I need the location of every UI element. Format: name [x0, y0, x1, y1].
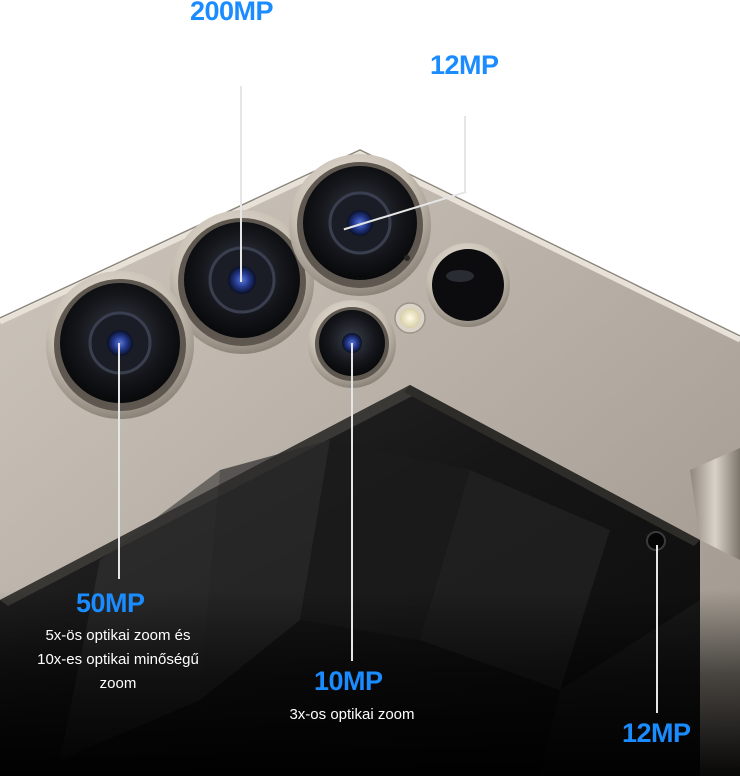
laser-af-sensor [426, 243, 510, 327]
periscope-description-line-1: 5x-ös optikai zoom és [45, 627, 191, 644]
periscope-camera-lens [46, 271, 194, 419]
periscope-camera-label: 50MP [76, 588, 145, 618]
flash-led [394, 302, 426, 334]
phone-frame-edge [690, 448, 740, 560]
microphone-hole [404, 255, 410, 261]
periscope-camera-description: 5x-ös optikai zoom és 10x-es optikai min… [0, 624, 236, 696]
main-camera-lens [170, 210, 314, 354]
main-camera-callout-line [240, 86, 242, 282]
tele-camera-description: 3x-os optikai zoom [250, 703, 454, 727]
front-camera-label: 12MP [622, 718, 691, 748]
tele-camera-callout-line [351, 343, 353, 661]
ultrawide-camera-label: 12MP [430, 50, 499, 80]
tele-camera-label: 10MP [314, 666, 383, 696]
main-camera-label: 200MP [190, 0, 274, 26]
periscope-description-line-2: 10x-es optikai minőségű [37, 651, 199, 668]
front-camera-callout-line [656, 545, 658, 713]
ultrawide-camera-callout-line [464, 116, 466, 192]
periscope-camera-callout-line [118, 343, 120, 579]
tele-description-line-1: 3x-os optikai zoom [289, 706, 415, 723]
periscope-description-line-3: zoom [99, 675, 137, 692]
